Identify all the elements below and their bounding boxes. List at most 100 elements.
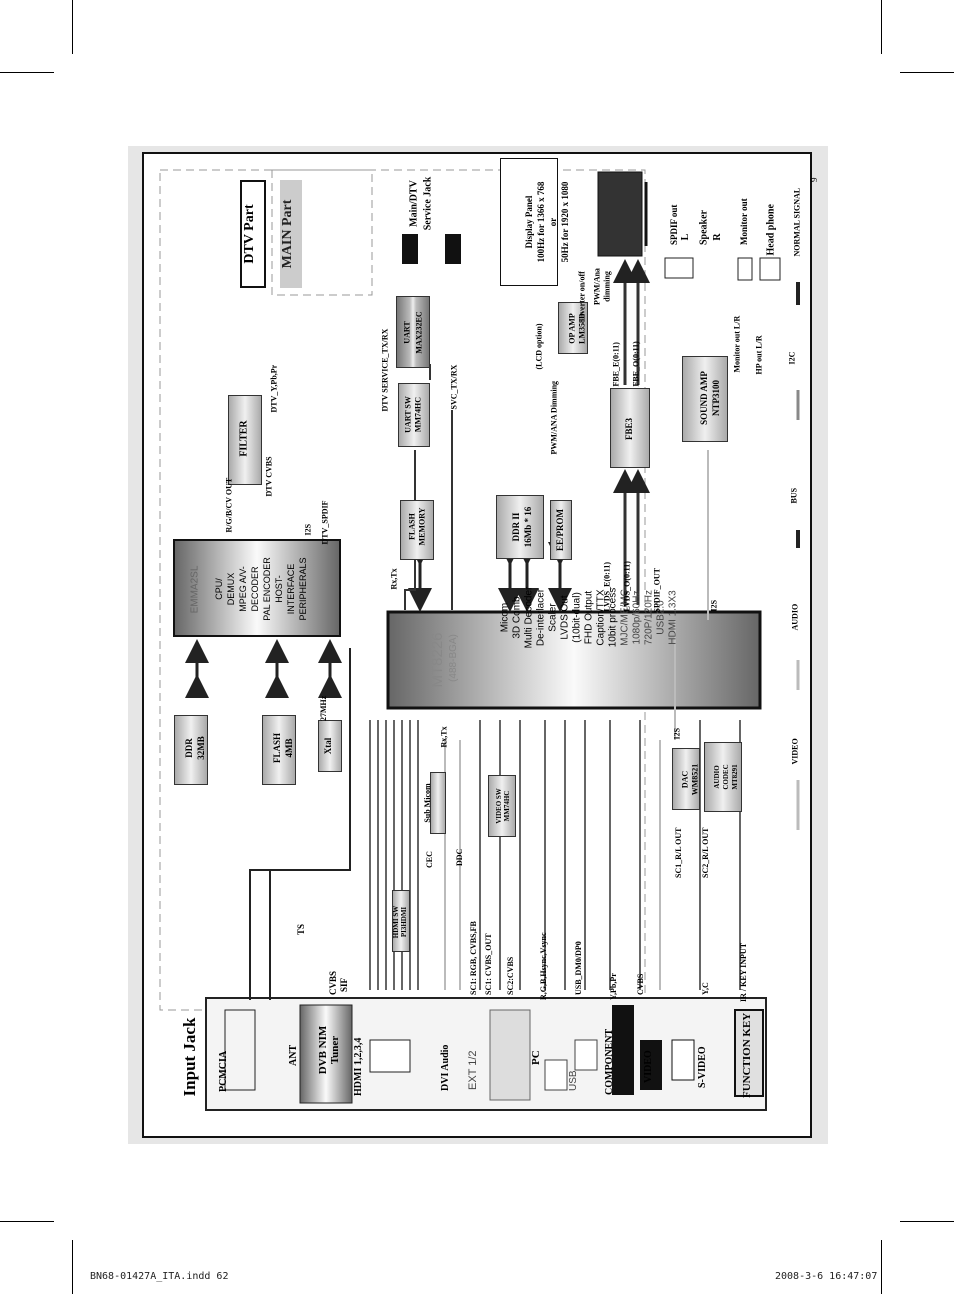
mt-feature: Micom xyxy=(499,602,511,633)
mt-feature: Scaler xyxy=(547,603,559,632)
dac-box xyxy=(672,748,700,810)
pwm-dimming-label: PWM/ANA Dimming xyxy=(549,380,559,455)
crop-mark xyxy=(0,72,54,73)
mt-feature: De-interlacer xyxy=(535,588,547,647)
lcd-option-label: (LCD option) xyxy=(534,323,544,370)
video-sw-box xyxy=(488,775,516,837)
yc-label: Y,C xyxy=(701,982,710,995)
function-key-label: FUNCTION KEY xyxy=(741,1012,753,1098)
uart-sw-part: MM74HC xyxy=(413,396,423,433)
ext-label: EXT 1/2 xyxy=(467,1050,479,1090)
flash4-size: 4MB xyxy=(284,738,294,758)
ddr32-size: 32MB xyxy=(196,736,206,760)
fbe3-box xyxy=(610,388,650,468)
cvbs-label: CVBS xyxy=(328,970,338,995)
xtal-label: Xtal xyxy=(323,737,333,755)
mt-feature: 3D Comb xyxy=(511,596,523,639)
flash-memory-box xyxy=(400,500,434,560)
sc1-rl-label: SC1_R/L OUT xyxy=(674,827,683,878)
legend-normal: NORMAL SIGNAL xyxy=(792,187,802,257)
emma-decoder: DECODER xyxy=(250,566,260,612)
rgb-sync-label: R,G,B,Hsync,Vsync xyxy=(539,932,548,1000)
rx-tx-label-2: Rx,Tx xyxy=(439,726,449,748)
emma-pal: PAL ENCODER xyxy=(262,557,272,621)
crop-mark xyxy=(881,0,882,54)
flash-memory-label: FLASH xyxy=(407,513,417,540)
legend-bus: BUS xyxy=(789,487,799,504)
uart-sw-box xyxy=(398,383,430,447)
eeprom-label: EE/PROM xyxy=(555,509,565,551)
ir-label: IR / KEY INPUT xyxy=(739,942,748,1002)
inverter-pwm: PWM/Ana xyxy=(592,268,602,305)
i2s-label: I2S xyxy=(672,727,682,740)
mhz27-label: 27MHz xyxy=(319,695,328,721)
tuner-label: Tuner xyxy=(329,1035,341,1065)
emma-interface: INTERFACE xyxy=(286,563,296,615)
sound-amp-part: NTP3100 xyxy=(711,380,721,416)
cvbs2-label: CVBS xyxy=(636,973,645,995)
i2s2-label: I2S xyxy=(303,523,313,536)
crop-mark xyxy=(72,0,73,54)
display-panel-or: or xyxy=(548,217,558,227)
audio-codec-part: MT8291 xyxy=(731,764,739,790)
monitor-lr-label: Monitor out L/R xyxy=(732,315,742,373)
footer-date: 2008-3-6 16:47:07 xyxy=(775,1271,878,1282)
mt-feature: HDMI 1.3X3 xyxy=(667,590,679,645)
service-jack-sub: Service Jack xyxy=(422,176,434,231)
hdmi-sw-box xyxy=(392,890,410,952)
ddc-label: DDC xyxy=(455,848,464,866)
dtv-service-label: DTV SERVICE_TX/RX xyxy=(380,328,390,412)
sound-amp-label: SOUND AMP xyxy=(699,371,709,425)
display-panel-spec1: 100Hz for 1366 x 768 xyxy=(536,181,546,263)
fbe3-label: FBE3 xyxy=(624,418,634,441)
inverter-label: Inverter on/off xyxy=(577,271,587,322)
mt8226-package: (488-BGA) xyxy=(448,634,459,682)
usb-dm-label: USB_DM0/DP0 xyxy=(574,941,583,995)
page-mark: 9 xyxy=(809,177,819,183)
dac-part: WM8521 xyxy=(690,763,700,796)
rx-tx-label: Rx,Tx xyxy=(389,568,399,590)
crop-mark xyxy=(0,1221,54,1222)
lvds-o-label: LVDS_O(0:11) xyxy=(622,561,632,612)
crop-mark xyxy=(72,1240,73,1294)
sc2-rl-label: SC2_R/L OUT xyxy=(701,827,710,878)
sound-amp-box xyxy=(682,356,728,442)
display-panel-spec2: 50Hz for 1920 x 1080 xyxy=(560,181,570,263)
mt-feature: FHD Output xyxy=(583,590,595,645)
dtv-spdif-label: DTV_SPDIF xyxy=(320,500,330,545)
audio-codec-label: AUDIO xyxy=(713,765,721,789)
xtal-box xyxy=(318,720,342,772)
flash4-box xyxy=(262,715,296,785)
legend-video: VIDEO xyxy=(790,738,800,765)
service-jack-label: Main/DTV xyxy=(408,180,420,227)
ts-label: TS xyxy=(296,923,306,935)
ant-label: ANT xyxy=(288,1044,299,1066)
spdif-jack-label: SPDIF out xyxy=(669,204,679,245)
main-part-label: MAIN Part xyxy=(280,199,295,269)
crop-mark xyxy=(900,1221,954,1222)
emma-peripherals: PERIPHERALS xyxy=(298,557,308,621)
component-label: COMPONENT xyxy=(604,1028,615,1095)
sc1-rgb-label: SC1: RGB, CVBS,FB xyxy=(469,921,478,995)
crop-mark xyxy=(881,1240,882,1294)
hdmi-sw-part: PI3HDMI xyxy=(400,906,408,938)
head-phone-label: Head phone xyxy=(765,204,777,256)
legend-i2c: I2C xyxy=(787,351,797,365)
op-amp-label: OP AMP xyxy=(567,313,577,344)
footer-file: BN68-01427A_ITA.indd 62 xyxy=(90,1271,229,1282)
fbe-e-label: FBE_E(0:11) xyxy=(611,342,621,387)
mt-feature: Multi Decoder xyxy=(523,586,535,649)
flash-memory-sub: MEMORY xyxy=(417,507,427,546)
sif-label: SIF xyxy=(339,977,349,992)
pc-label: PC xyxy=(530,1050,542,1065)
rgb-cvout-label: R/G/B/CV OUT xyxy=(224,477,234,533)
speaker-l: L xyxy=(680,233,691,241)
speaker-r: R xyxy=(712,233,723,241)
op-amp-box xyxy=(558,302,588,354)
i2s3-label: I2S xyxy=(709,599,719,612)
main-part-box xyxy=(280,180,302,288)
crop-mark xyxy=(900,72,954,73)
lvds-e-label: LVDS_E(0:11) xyxy=(602,562,612,612)
ypbpr-label: Y,Pb,Pr xyxy=(609,973,618,1000)
emma-mpeg: MPEG A/V- xyxy=(238,566,248,612)
